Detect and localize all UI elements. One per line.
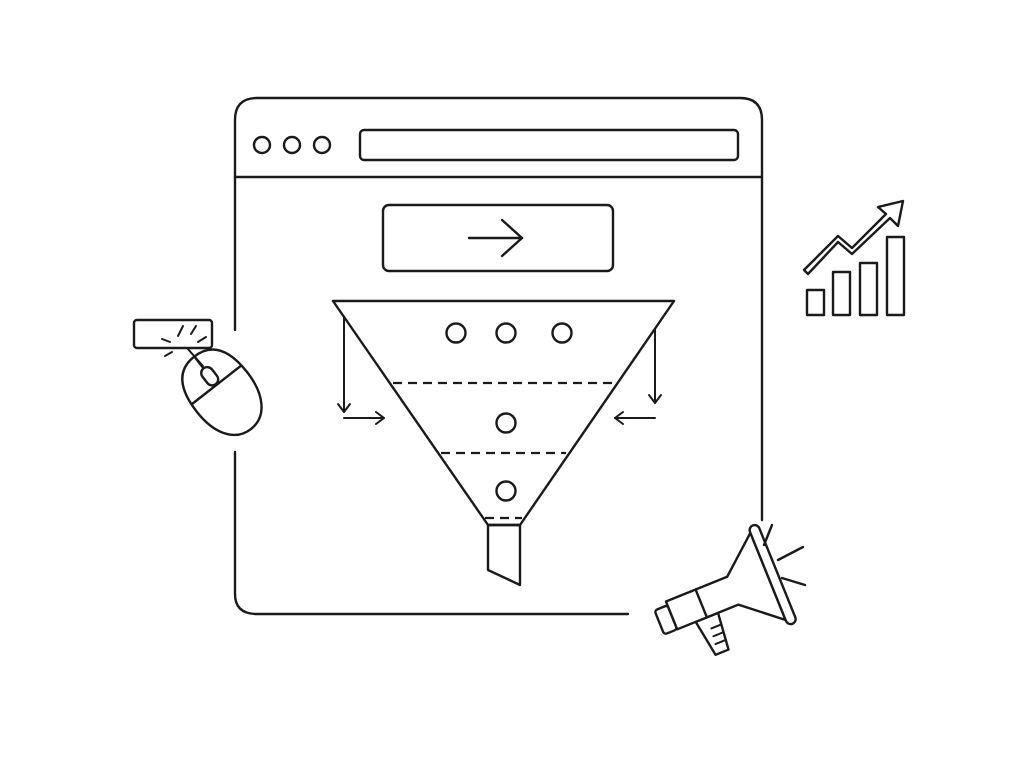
window-dot-icon [282,135,302,155]
growth-bar [831,270,852,317]
window-dot-icon [312,135,332,155]
lead-dot-icon [551,322,573,344]
arrow-right-icon [467,218,524,258]
mouse-scroll-wheel [200,365,220,387]
growth-bar [885,235,906,317]
customer-dot-icon [495,480,517,502]
growth-bar-chart-icon [802,199,906,317]
lead-dot-icon [495,322,517,344]
growth-bar [858,261,879,317]
sales-funnel-icon [331,299,676,587]
browser-frame [233,96,764,522]
mouse-body [181,348,263,437]
growth-bar [805,288,826,317]
megaphone-handle-grip [714,639,726,646]
computer-mouse-icon [132,318,263,437]
sound-waves-icon [762,523,807,587]
arrow-button-frame[interactable] [381,203,615,273]
megaphone-rim [748,523,797,626]
prospect-dot-icon [495,412,517,434]
megaphone-icon [654,523,807,657]
flow-arrow-right-icon [614,329,662,425]
cursor-line [186,347,204,367]
click-burst-icon [161,325,207,357]
megaphone-handle-grip [712,631,724,638]
browser-window [233,96,764,616]
arrow-button[interactable] [381,203,615,273]
flow-arrow-left-icon [337,317,385,425]
window-dot-icon [252,135,272,155]
funnel-spout [486,523,522,587]
lead-dot-icon [445,322,467,344]
browser-frame-bottom [233,450,630,616]
megaphone-handle-grip [710,623,722,630]
trend-arrow-icon [802,199,905,276]
click-target-button[interactable] [132,318,214,350]
megaphone-cone-seam [694,588,709,619]
address-bar[interactable] [358,128,740,162]
